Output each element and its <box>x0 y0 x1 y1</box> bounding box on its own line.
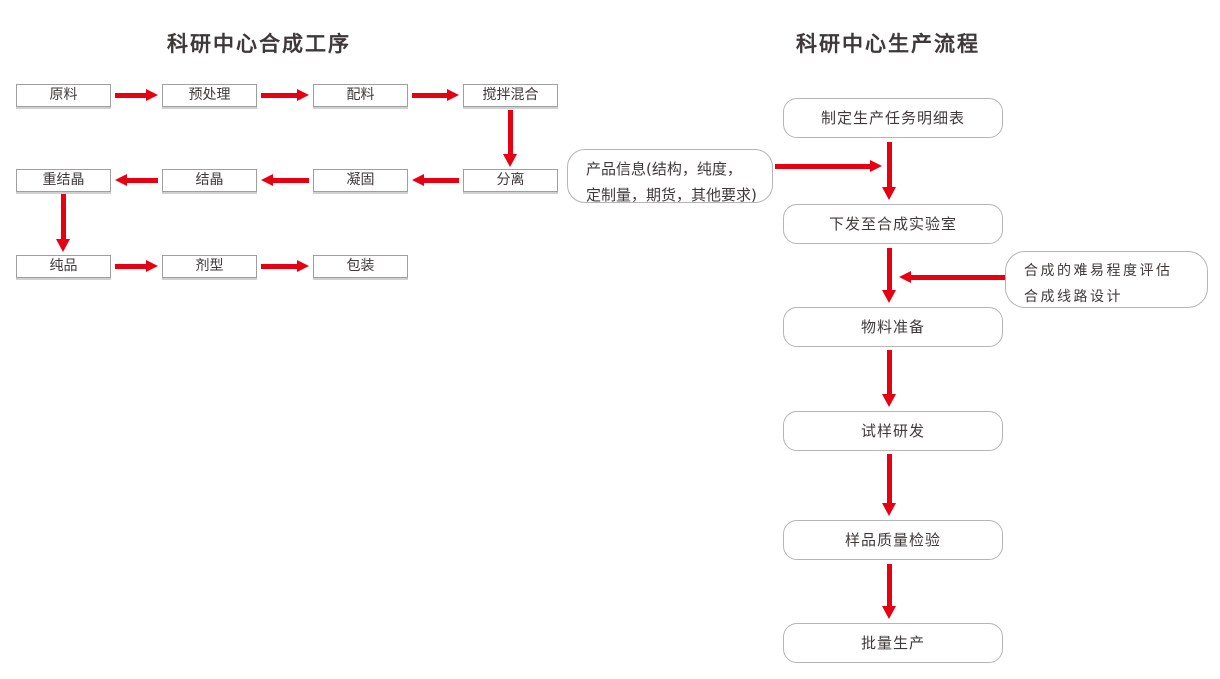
product-info-line2: 定制量，期货，其他要求) <box>586 186 757 204</box>
production-step-box: 下发至合成实验室 <box>783 204 1003 244</box>
product-info-line1: 产品信息(结构，纯度， <box>586 160 742 178</box>
production-step-box: 制定生产任务明细表 <box>783 98 1003 138</box>
flow-arrow-down-icon <box>882 350 897 407</box>
process-step-box: 重结晶 <box>16 169 111 192</box>
flow-arrow-right-icon <box>115 89 158 102</box>
flow-arrow-down-icon <box>56 194 71 252</box>
process-step-box: 搅拌混合 <box>463 84 558 107</box>
process-step-box: 配料 <box>313 84 408 107</box>
process-step-box: 剂型 <box>162 255 257 278</box>
process-step-box: 结晶 <box>162 169 257 192</box>
production-step-box: 批量生产 <box>783 623 1003 663</box>
flow-arrow-down-icon <box>882 454 897 516</box>
flow-arrow-right-icon <box>261 260 309 273</box>
product-info-note: 产品信息(结构，纯度， 定制量，期货，其他要求) <box>567 149 773 204</box>
assessment-line1: 合成的难易程度评估 <box>1024 263 1173 279</box>
left-chart-title: 科研中心合成工序 <box>167 32 351 56</box>
flow-arrow-down-icon <box>882 142 897 200</box>
flow-arrow-left-icon <box>412 174 459 187</box>
process-step-box: 原料 <box>16 84 111 107</box>
flow-arrow-right-icon <box>261 89 309 102</box>
flow-arrow-down-icon <box>882 248 897 303</box>
assessment-note: 合成的难易程度评估 合成线路设计 <box>1005 251 1208 308</box>
flow-arrow-right-icon <box>115 260 158 273</box>
flow-arrow-left-icon <box>899 271 1005 284</box>
process-step-box: 纯品 <box>16 255 111 278</box>
flow-arrow-right-icon <box>412 89 459 102</box>
process-step-box: 包装 <box>313 255 408 278</box>
process-step-box: 凝固 <box>313 169 408 192</box>
flow-arrow-left-icon <box>115 174 158 187</box>
production-step-box: 试样研发 <box>783 411 1003 451</box>
production-step-box: 样品质量检验 <box>783 520 1003 560</box>
flow-arrow-left-icon <box>261 174 309 187</box>
right-chart-title: 科研中心生产流程 <box>796 32 980 56</box>
assessment-line2: 合成线路设计 <box>1024 289 1123 305</box>
flow-arrow-down-icon <box>882 564 897 619</box>
process-step-box: 分离 <box>463 169 558 192</box>
production-step-box: 物料准备 <box>783 307 1003 347</box>
process-step-box: 预处理 <box>162 84 257 107</box>
flow-arrow-right-icon <box>775 160 882 173</box>
flow-arrow-down-icon <box>503 110 518 167</box>
